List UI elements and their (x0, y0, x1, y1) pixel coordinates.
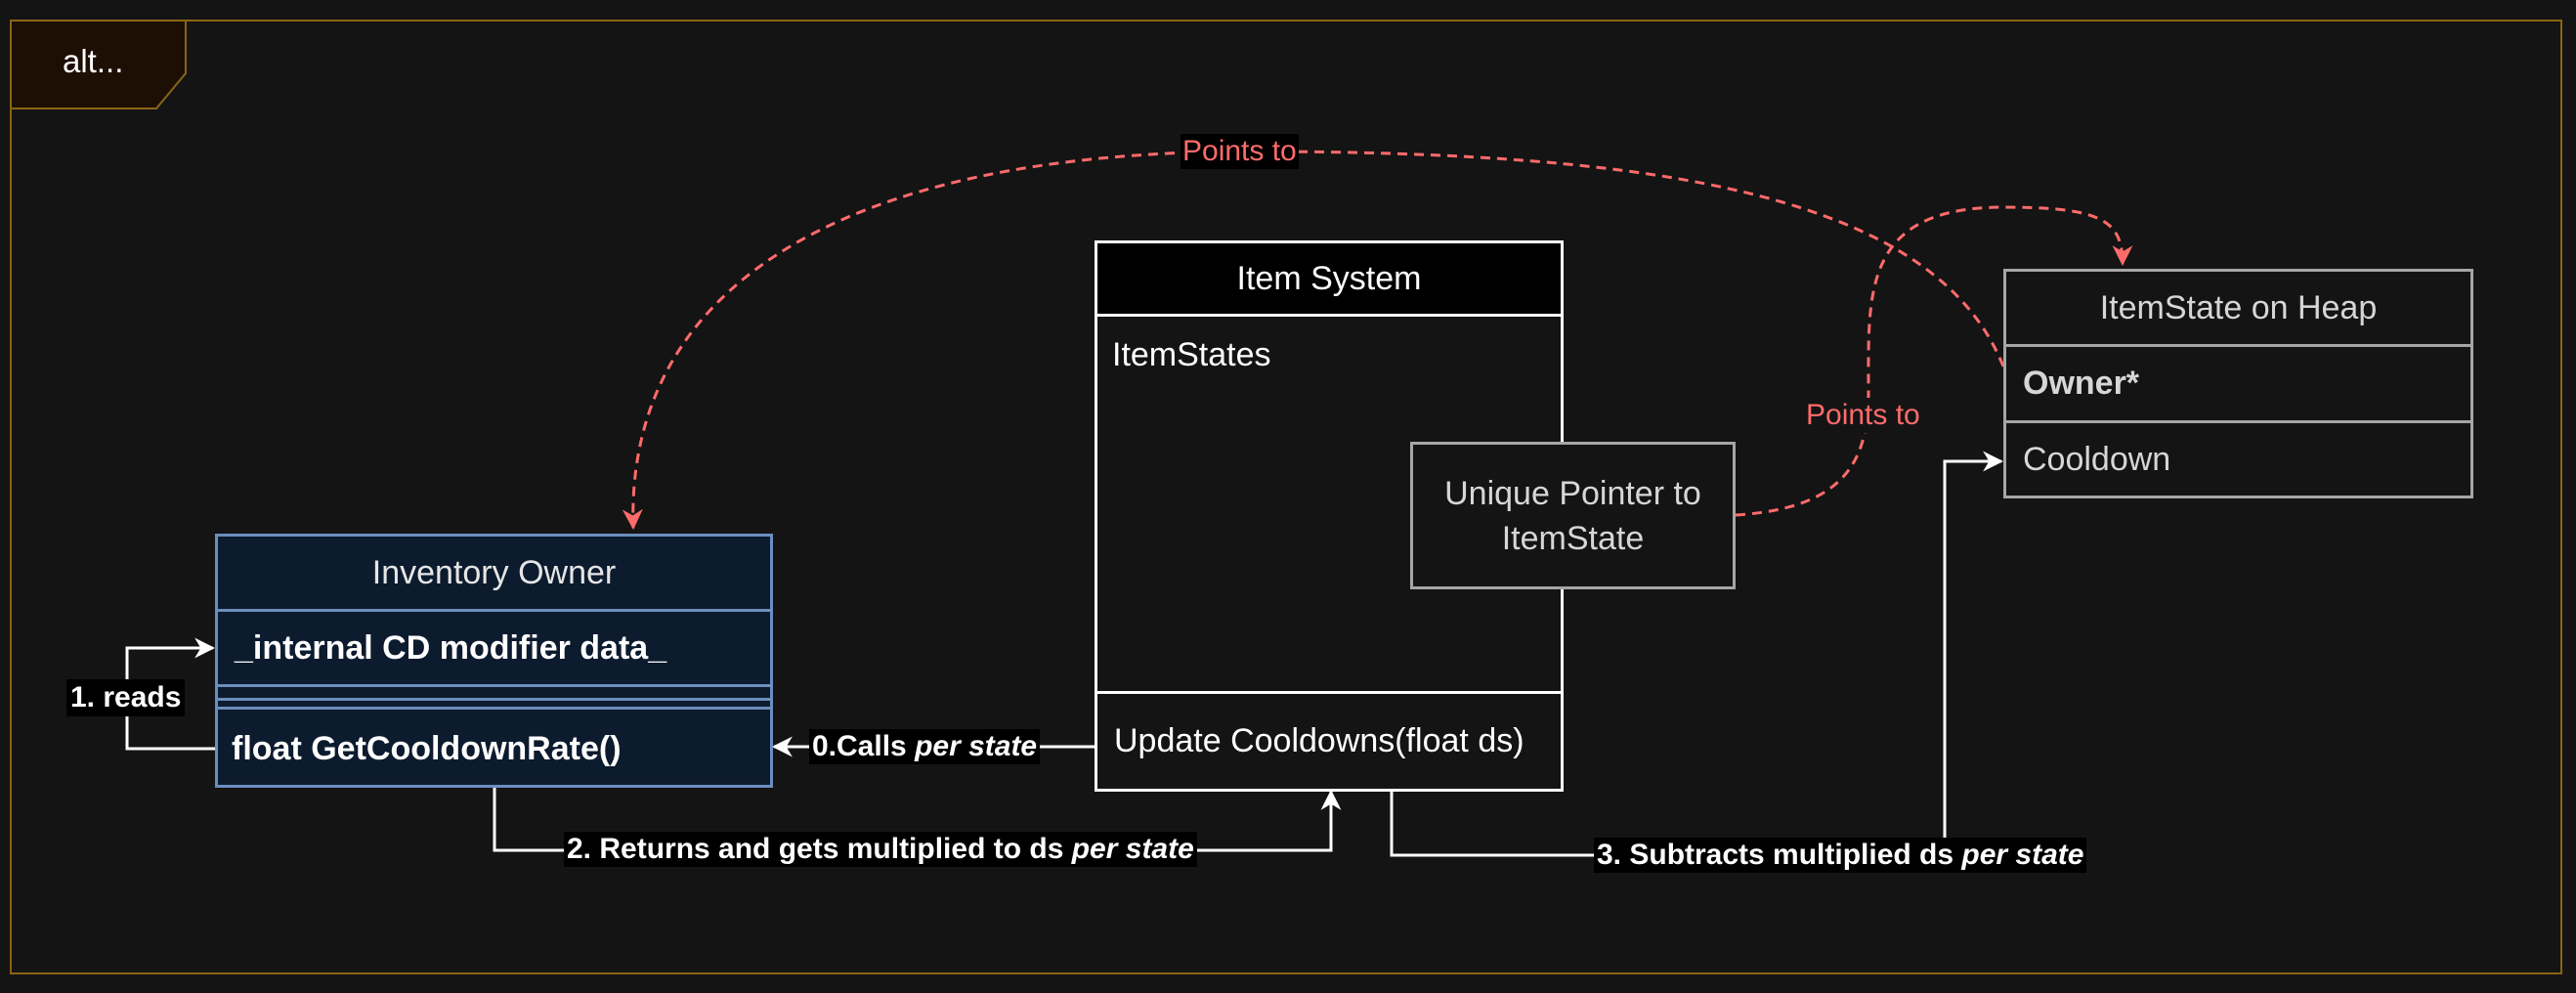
item-system-title: Item System (1095, 240, 1564, 317)
item-system-field-itemstates: ItemStates (1112, 336, 1271, 373)
label-calls-emphasis: per state (915, 730, 1038, 762)
label-calls-text: 0.Calls (812, 730, 916, 762)
unique-pointer-line-2: ItemState (1501, 519, 1645, 557)
unique-pointer-box: Unique Pointer to ItemState (1410, 442, 1736, 589)
points-to-itemstate-connector (1735, 205, 2133, 517)
item-system-method-update-cooldowns: Update Cooldowns(float ds) (1095, 691, 1564, 792)
inventory-owner-method-get-cooldown-rate: float GetCooldownRate() (232, 729, 622, 767)
alt-frame-label: alt... (63, 43, 124, 79)
itemstate-field-owner: Owner* (2003, 344, 2473, 423)
unique-pointer-line-1: Unique Pointer to (1444, 474, 1701, 512)
itemstate-field-cooldown: Cooldown (2003, 420, 2473, 498)
label-reads: 1. reads (66, 679, 186, 716)
alt-frame (10, 20, 2562, 974)
inventory-owner-divider (215, 698, 773, 710)
label-subtracts-text: 3. Subtracts multiplied ds (1597, 839, 1962, 871)
label-calls: 0.Calls per state (809, 729, 1041, 764)
label-returns: 2. Returns and gets multiplied to ds per… (564, 832, 1197, 867)
label-returns-text: 2. Returns and gets multiplied to ds (567, 833, 1072, 865)
label-points-to-right: Points to (1804, 398, 1922, 433)
label-returns-emphasis: per state (1071, 833, 1194, 865)
label-points-to-top: Points to (1181, 134, 1299, 169)
label-subtracts-emphasis: per state (1961, 839, 2084, 871)
inventory-owner-title: Inventory Owner (215, 534, 773, 612)
inventory-owner-field-cd-modifier: _internal CD modifier data_ (215, 609, 773, 687)
itemstate-heap-title: ItemState on Heap (2003, 269, 2473, 347)
alt-frame-tab (10, 20, 187, 109)
label-subtracts: 3. Subtracts multiplied ds per state (1594, 838, 2087, 873)
